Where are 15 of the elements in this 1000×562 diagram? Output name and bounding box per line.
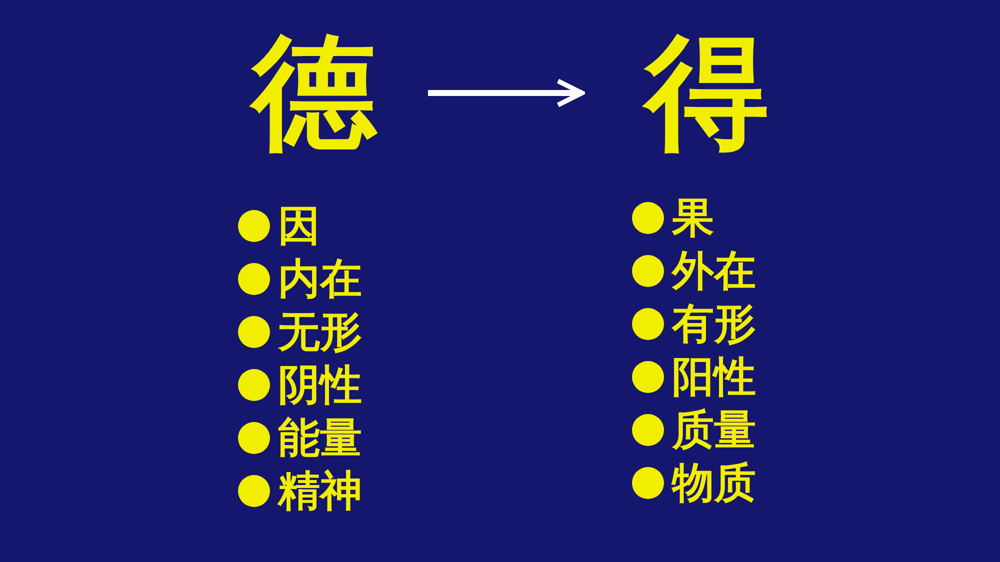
list-item-text: 因 [278, 202, 320, 250]
list-item-text: 果 [672, 194, 714, 242]
heading-character: 得 [582, 28, 802, 158]
list-item-text: 外在 [672, 247, 756, 295]
list-item-text: 有形 [672, 300, 756, 348]
arrow [428, 78, 584, 108]
heading-character: 德 [220, 28, 428, 158]
list-item-text: 质量 [672, 406, 756, 454]
list-item-text: 内在 [278, 255, 362, 303]
list-item-text: 阴性 [278, 361, 362, 409]
list-item-text: 物质 [672, 459, 756, 507]
list-item-text: 精神 [278, 467, 362, 515]
list-item-text: 阳性 [672, 353, 756, 401]
list-item-text: 无形 [278, 308, 362, 356]
list-item-text: 能量 [278, 414, 362, 462]
